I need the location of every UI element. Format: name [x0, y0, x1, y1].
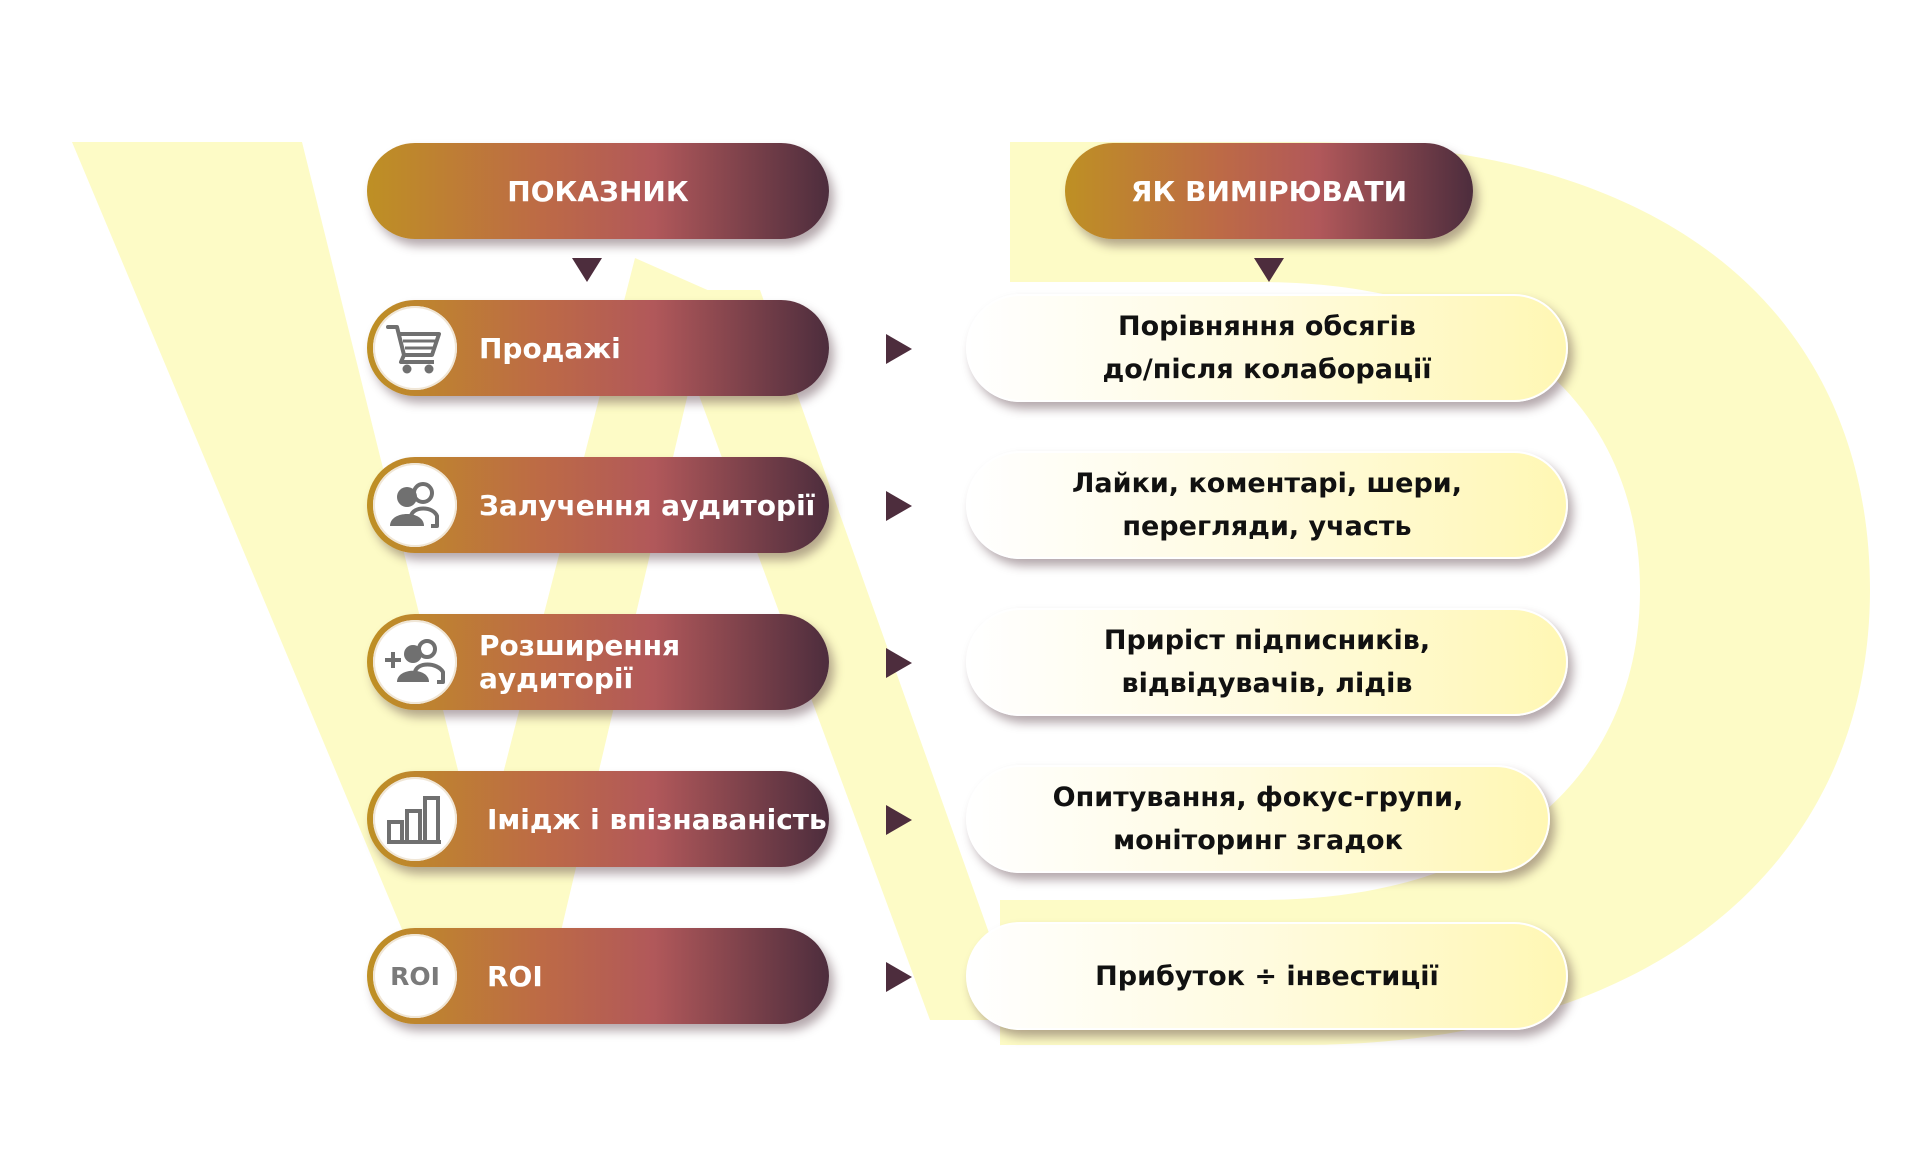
- indicator-engagement-label: Залучення аудиторії: [479, 488, 816, 522]
- arrow-right-sales: [886, 334, 912, 364]
- measure-audience-growth: Приріст підписників, відвідувачів, лідів: [966, 608, 1568, 716]
- indicator-roi: ROI ROI: [367, 928, 829, 1024]
- measure-roi: Прибуток ÷ інвестиції: [966, 922, 1568, 1030]
- watermark-v-left-stroke: [72, 142, 520, 1020]
- header-indicator: ПОКАЗНИК: [367, 143, 829, 239]
- measure-roi-text: Прибуток ÷ інвестиції: [1095, 960, 1439, 992]
- indicator-engagement: Залучення аудиторії: [367, 457, 829, 553]
- header-indicator-label: ПОКАЗНИК: [507, 174, 689, 208]
- arrow-down-right: [1254, 258, 1284, 282]
- arrow-right-roi: [886, 962, 912, 992]
- watermark-d-shape: [1000, 142, 1870, 1045]
- measure-image-text: Опитування, фокус-групи, моніторинг згад…: [1052, 782, 1464, 856]
- measure-engagement-text: Лайки, коментарі, шери, перегляди, участ…: [1072, 468, 1462, 542]
- measure-image: Опитування, фокус-групи, моніторинг згад…: [966, 765, 1550, 873]
- bar-chart-icon: [373, 777, 457, 861]
- shopping-cart-icon: [373, 306, 457, 390]
- measure-sales: Порівняння обсягів до/після колаборації: [966, 294, 1568, 402]
- roi-icon-text: ROI: [390, 961, 440, 991]
- roi-icon: ROI: [373, 934, 457, 1018]
- indicator-audience-growth: Розширення аудиторії: [367, 614, 829, 710]
- indicator-roi-label: ROI: [487, 959, 543, 993]
- arrow-down-left: [572, 258, 602, 282]
- measure-sales-text: Порівняння обсягів до/після колаборації: [1102, 311, 1432, 385]
- header-how-to-measure: ЯК ВИМІРЮВАТИ: [1065, 143, 1473, 239]
- arrow-right-audience-growth: [886, 648, 912, 678]
- indicator-sales: Продажі: [367, 300, 829, 396]
- measure-engagement: Лайки, коментарі, шери, перегляди, участ…: [966, 451, 1568, 559]
- users-icon: [373, 463, 457, 547]
- arrow-right-image: [886, 805, 912, 835]
- add-users-icon: [373, 620, 457, 704]
- indicator-audience-growth-label: Розширення аудиторії: [479, 629, 681, 695]
- header-measure-label: ЯК ВИМІРЮВАТИ: [1130, 174, 1408, 208]
- measure-audience-growth-text: Приріст підписників, відвідувачів, лідів: [1103, 625, 1431, 699]
- indicator-sales-label: Продажі: [479, 331, 621, 365]
- arrow-right-engagement: [886, 491, 912, 521]
- indicator-image: Імідж і впізнаваність: [367, 771, 829, 867]
- indicator-image-label: Імідж і впізнаваність: [487, 802, 827, 836]
